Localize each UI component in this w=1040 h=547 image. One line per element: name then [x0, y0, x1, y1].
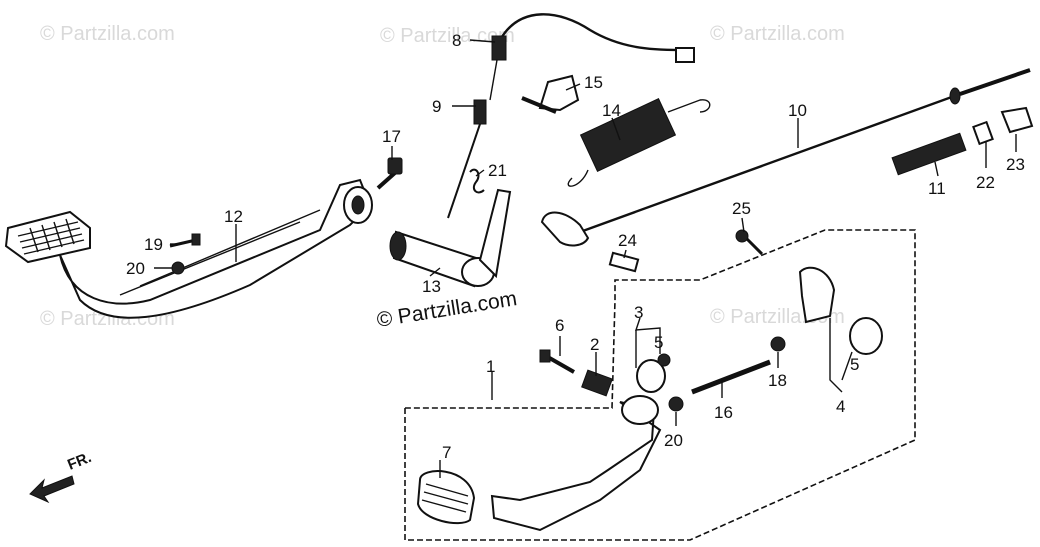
joint-4	[798, 266, 883, 355]
spring-9	[447, 99, 487, 219]
nut-18	[770, 336, 786, 352]
assembly-outline-1	[404, 229, 916, 541]
callout-9: 9	[432, 97, 441, 116]
callout-1: 1	[486, 357, 495, 376]
callout-18: 18	[768, 371, 787, 390]
callout-14: 14	[602, 101, 621, 120]
nut-20-left	[171, 261, 185, 275]
watermark-faint-1: © Partzilla.com	[40, 23, 175, 45]
callout-22: 22	[976, 173, 995, 192]
callout-21: 21	[488, 161, 507, 180]
callout-5b: 5	[850, 355, 859, 374]
callout-15: 15	[584, 73, 603, 92]
callout-13: 13	[422, 277, 441, 296]
switch-8	[489, 13, 695, 101]
joint-3	[636, 353, 671, 393]
callout-17: 17	[382, 127, 401, 146]
callout-23: 23	[1006, 155, 1025, 174]
bracket-15	[521, 74, 580, 114]
pedal-1	[490, 395, 662, 532]
rod-16	[691, 359, 771, 395]
watermark-main: © Partzilla.com	[375, 287, 518, 332]
callout-8: 8	[452, 31, 461, 50]
front-direction-arrow: FR.	[29, 449, 94, 504]
callout-16: 16	[714, 403, 733, 422]
callout-6: 6	[555, 316, 564, 335]
bolt-17	[376, 157, 403, 190]
nut-20-right	[668, 396, 684, 412]
pin-22	[972, 120, 994, 146]
spring-11	[891, 132, 967, 176]
bolt-25	[735, 229, 764, 256]
watermark-faint-3: © Partzilla.com	[710, 23, 845, 45]
spring-14	[567, 98, 711, 187]
nut-23	[1000, 106, 1034, 134]
watermark-layer: © Partzilla.com © Partzilla.com © Partzi…	[40, 23, 845, 332]
bushing-2	[581, 369, 613, 397]
callout-20a: 20	[126, 259, 145, 278]
callout-3: 3	[634, 303, 643, 322]
front-direction-label: FR.	[65, 449, 94, 474]
callout-12: 12	[224, 207, 243, 226]
rubber-7	[416, 470, 476, 525]
leader-lines	[154, 39, 1017, 478]
callout-4: 4	[836, 397, 845, 416]
rod-10	[540, 68, 1031, 247]
callout-10: 10	[788, 101, 807, 120]
clip-21	[469, 168, 485, 194]
callout-7: 7	[442, 443, 451, 462]
callout-24: 24	[618, 231, 637, 250]
callout-11: 11	[928, 179, 946, 198]
bolt-6	[539, 349, 575, 374]
callout-2: 2	[590, 335, 599, 354]
shaft-13	[389, 188, 512, 288]
brake-pedal-12	[4, 178, 373, 319]
callout-5a: 5	[654, 333, 663, 352]
bolt-19	[169, 233, 201, 248]
callout-25: 25	[732, 199, 751, 218]
pin-24	[608, 251, 640, 273]
callouts: 1 2 3 4 5 5 6 7 8 9 10 11 12 13 14 15 16…	[126, 31, 1025, 462]
callout-19: 19	[144, 235, 163, 254]
callout-20b: 20	[664, 431, 683, 450]
